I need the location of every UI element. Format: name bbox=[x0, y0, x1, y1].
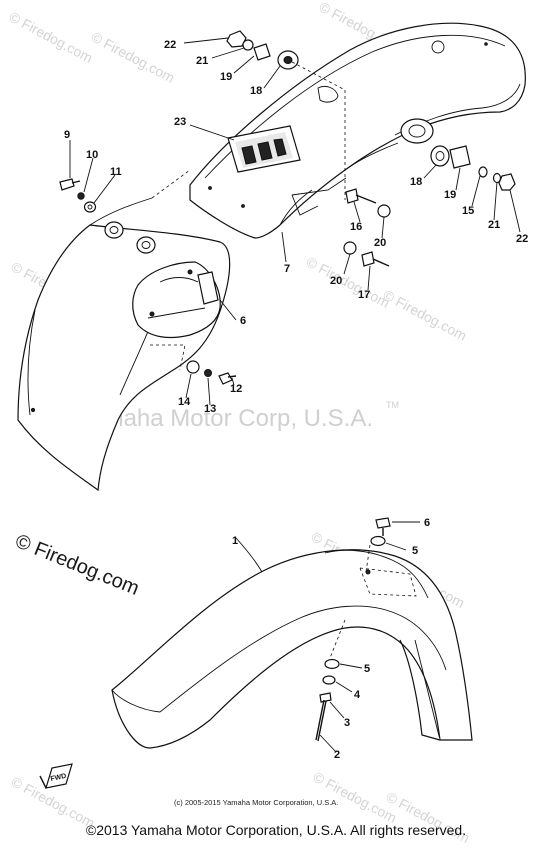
bracket-hardware bbox=[186, 360, 237, 385]
callout-7: 7 bbox=[284, 263, 290, 275]
callout-19: 19 bbox=[220, 71, 232, 83]
center-watermark: Yamaha Motor Corp, U.S.A. bbox=[76, 405, 373, 432]
tm-mark: TM bbox=[386, 400, 399, 410]
side-bolt-hardware bbox=[59, 178, 97, 213]
front-fender-hardware bbox=[315, 517, 391, 742]
footer-copyright: ©2013 Yamaha Motor Corporation, U.S.A. A… bbox=[85, 822, 467, 838]
callout-16: 16 bbox=[350, 221, 362, 233]
fwd-label: FWD bbox=[50, 773, 67, 783]
rear-callouts: 22 21 19 18 23 9 10 11 6 14 13 12 7 18 1… bbox=[64, 39, 528, 415]
watermark-text: © Firedog.com bbox=[89, 29, 178, 86]
image-copyright: (c) 2005-2015 Yamaha Motor Corporation, … bbox=[174, 798, 338, 807]
callout-5: 5 bbox=[364, 663, 370, 675]
front-leader-lines bbox=[235, 521, 420, 753]
callout-19: 19 bbox=[444, 189, 456, 201]
upper-right-hardware bbox=[430, 145, 516, 191]
lower-bolt-hardware bbox=[343, 188, 391, 267]
callout-21: 21 bbox=[488, 219, 500, 231]
front-fender-part-1 bbox=[111, 549, 473, 749]
callout-5: 5 bbox=[412, 545, 418, 557]
callout-6: 6 bbox=[424, 517, 430, 529]
callout-18: 18 bbox=[410, 176, 422, 188]
callout-1: 1 bbox=[232, 535, 238, 547]
forward-direction-marker: FWD bbox=[39, 763, 73, 789]
watermark-text: © Firedog.com bbox=[7, 9, 96, 66]
callout-22: 22 bbox=[516, 233, 528, 245]
callout-2: 2 bbox=[334, 749, 340, 761]
callout-10: 10 bbox=[86, 149, 98, 161]
callout-17: 17 bbox=[358, 289, 370, 301]
callout-14: 14 bbox=[178, 396, 191, 408]
callout-12: 12 bbox=[230, 383, 242, 395]
callout-22: 22 bbox=[164, 39, 176, 51]
callout-13: 13 bbox=[204, 403, 216, 415]
callout-4: 4 bbox=[354, 689, 361, 701]
rear-fender-assembly: 22 21 19 18 23 9 10 11 6 14 13 12 7 18 1… bbox=[17, 22, 528, 492]
rear-fender-part-7 bbox=[189, 22, 526, 239]
callout-9: 9 bbox=[64, 129, 70, 141]
callout-20: 20 bbox=[330, 275, 342, 287]
callout-11: 11 bbox=[110, 166, 122, 178]
front-callouts: 1 6 5 5 4 3 2 bbox=[232, 517, 430, 761]
upper-left-hardware bbox=[226, 30, 346, 200]
callout-3: 3 bbox=[344, 717, 350, 729]
callout-6: 6 bbox=[240, 315, 246, 327]
front-fender-assembly: 1 6 5 5 4 3 2 FWD bbox=[39, 517, 473, 789]
callout-18: 18 bbox=[250, 85, 262, 97]
rear-leader-lines bbox=[69, 37, 521, 406]
bracket-part-6 bbox=[132, 261, 221, 339]
warning-label-part-23 bbox=[227, 125, 301, 173]
callout-21: 21 bbox=[196, 55, 208, 67]
firedog-watermark: © Firedog.com bbox=[12, 530, 142, 600]
callout-20: 20 bbox=[374, 237, 386, 249]
watermark-text: © Firedog.com bbox=[381, 287, 470, 344]
callout-23: 23 bbox=[174, 116, 186, 128]
callout-15: 15 bbox=[462, 205, 474, 217]
